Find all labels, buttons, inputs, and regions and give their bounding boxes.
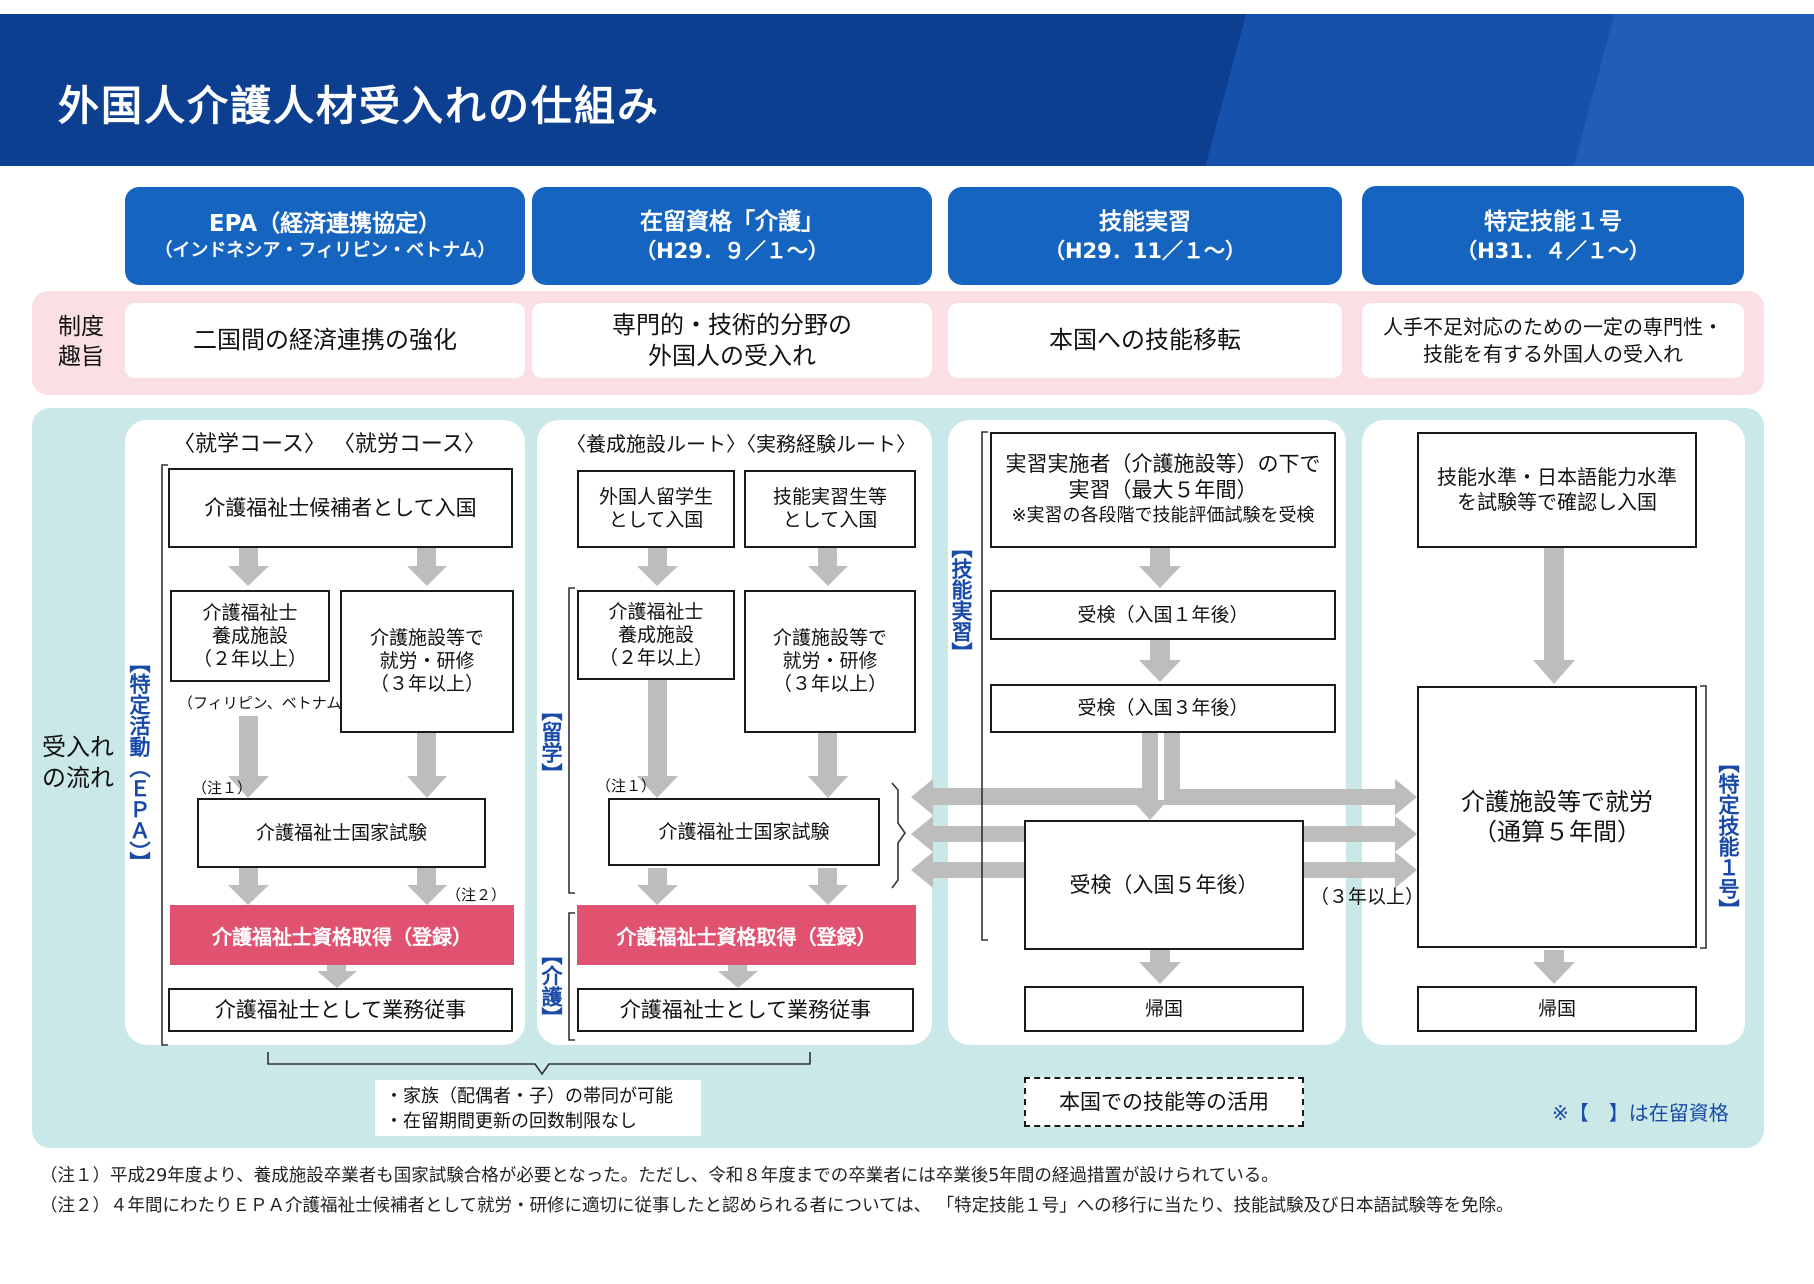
arrow-to-kaigo-exam-low [911, 852, 1025, 888]
purpose-epa: 二国間の経済連携の強化 [125, 303, 525, 378]
trainee-main-text: 実習実施者（介護施設等）の下で 実習（最大５年間） [1005, 452, 1321, 502]
column-title: 技能実習 [1099, 209, 1191, 235]
arrow-kaigo-student-school [637, 548, 678, 586]
arrow-epa-cert-job [317, 965, 357, 988]
column-title: 在留資格「介護」 [640, 209, 824, 235]
arrow-kaigo-work-exam [808, 733, 848, 798]
arrow-trainee-exam5-return [1139, 950, 1181, 984]
column-header-epa: EPA（経済連携協定） （インドネシア・フィリピン・ベトナム） [125, 187, 525, 285]
kaigo-cert-box: 介護福祉士資格取得（登録） [577, 905, 916, 965]
home-use-box: 本国での技能等の活用 [1024, 1077, 1304, 1127]
arrow-trainee-main-exam1 [1139, 548, 1181, 588]
epa-entry-box: 介護福祉士候補者として入国 [168, 468, 513, 548]
arrow-ssw-work-return [1533, 950, 1575, 984]
epa-status-label: 【特定活動（ＥＰＡ）】 [127, 652, 151, 873]
epa-school-note: （フィリピン、ベトナム） [178, 694, 357, 712]
epa-route-labels: 〈就学コース〉 〈就労コース〉 [173, 432, 486, 457]
kaigo-trainee-entry-box: 技能実習生等 として入国 [744, 470, 916, 548]
trainee-exam1-box: 受検（入国１年後） [990, 590, 1336, 640]
kaigo-note1: （注１） [596, 777, 657, 795]
column-subtitle: （H31．４／１～） [1456, 238, 1650, 263]
purpose-care-visa: 専門的・技術的分野の 外国人の受入れ [532, 303, 932, 378]
ssw-entry-box: 技能水準・日本語能力水準 を試験等で確認し入国 [1417, 432, 1697, 548]
column-title: EPA（経済連携協定） [208, 211, 442, 237]
arrow-epa-exam-cert-left [228, 868, 269, 905]
kaigo-job-box: 介護福祉士として業務従事 [577, 988, 914, 1032]
footnote-2: （注２）４年間にわたりＥＰＡ介護福祉士候補者として就労・研修に適切に従事したと認… [40, 1196, 1514, 1216]
bracket-care [568, 912, 575, 1041]
arrow-kaigo-school-exam [637, 680, 678, 798]
column-title: 特定技能１号 [1484, 208, 1622, 235]
arrow-epa-school-exam [228, 716, 269, 798]
flow-label: 受入れ の流れ [42, 733, 114, 792]
page-header [0, 14, 1814, 166]
arrow-to-ssw-low [1302, 852, 1417, 888]
arrow-kaigo-trainee-work [808, 548, 848, 586]
purpose-specified-skilled: 人手不足対応のための一定の専門性・ 技能を有する外国人の受入れ [1362, 303, 1744, 378]
family-notes: ・家族（配偶者・子）の帯同が可能 ・在留期間更新の回数制限なし [375, 1080, 701, 1136]
bracket-ssw [1700, 685, 1707, 949]
trainee-main-note: ※実習の各段階で技能評価試験を受検 [1011, 505, 1315, 526]
epa-note2: （注２） [446, 886, 507, 904]
arrow-epa-work-exam [407, 733, 447, 798]
arrow-epa-entry-school [228, 548, 269, 586]
arrow-trainee-exam3-ssw [1164, 733, 1417, 815]
status-legend: ※【 】は在留資格 [1552, 1101, 1729, 1125]
arrow-kaigo-cert-job [718, 965, 758, 988]
arrow-kaigo-exam-cert-right [808, 868, 848, 905]
epa-cert-box: 介護福祉士資格取得（登録） [170, 905, 514, 965]
arrow-trainee-exam3-exam5 [1132, 733, 1168, 820]
trainee-status-label: 【技能実習】 [949, 537, 973, 663]
family-note: ・在留期間更新の回数制限なし [385, 1111, 637, 1132]
bracket-study [568, 587, 575, 894]
kaigo-exam-box: 介護福祉士国家試験 [608, 798, 880, 866]
kaigo-school-box: 介護福祉士 養成施設 （２年以上） [577, 590, 735, 680]
arrow-to-kaigo-exam-mid [911, 816, 1025, 852]
kaigo-status-care: 【介護】 [539, 944, 563, 1028]
trainee-return-box: 帰国 [1024, 986, 1304, 1032]
purpose-label: 制度 趣旨 [58, 314, 104, 370]
epa-note1: （注１） [192, 779, 253, 797]
trainee-exam3-box: 受検（入国３年後） [990, 684, 1336, 733]
bracket-trainee [981, 431, 988, 941]
ssw-work-box: 介護施設等で就労 （通算５年間） [1417, 686, 1697, 948]
trainee-three-years: （３年以上） [1310, 886, 1425, 908]
arrow-epa-entry-work [407, 548, 447, 586]
ssw-return-box: 帰国 [1417, 986, 1697, 1032]
arrow-ssw-entry-work [1533, 548, 1575, 684]
bracket-family [267, 1052, 811, 1076]
column-subtitle: （H29．９／１～） [635, 239, 829, 263]
column-header-technical-intern: 技能実習 （H29．11／１～） [948, 187, 1342, 285]
bracket-exam-sources [891, 782, 906, 889]
trainee-exam5-box: 受検（入国５年後） [1024, 820, 1304, 950]
page-title: 外国人介護人材受入れの仕組み [58, 82, 660, 130]
arrow-kaigo-exam-cert-left [637, 868, 678, 905]
column-header-specified-skilled: 特定技能１号 （H31．４／１～） [1362, 186, 1744, 285]
epa-job-box: 介護福祉士として業務従事 [168, 988, 513, 1032]
arrow-to-ssw-mid [1302, 816, 1417, 852]
ssw-status-label: 【特定技能１号】 [1716, 752, 1740, 920]
bracket-epa-status [161, 464, 168, 1046]
epa-work-box: 介護施設等で 就労・研修 （３年以上） [340, 590, 514, 733]
column-header-care-visa: 在留資格「介護」 （H29．９／１～） [532, 187, 932, 285]
purpose-technical-intern: 本国への技能移転 [948, 303, 1342, 378]
epa-exam-box: 介護福祉士国家試験 [197, 798, 486, 868]
column-subtitle: （H29．11／１～） [1043, 239, 1247, 263]
arrow-to-epa-exam [911, 779, 1145, 815]
kaigo-student-entry-box: 外国人留学生 として入国 [577, 470, 735, 548]
arrow-epa-exam-cert-right [407, 868, 447, 905]
kaigo-status-study: 【留学】 [539, 700, 563, 784]
arrow-trainee-exam1-exam3 [1139, 640, 1181, 682]
column-subtitle: （インドネシア・フィリピン・ベトナム） [154, 240, 496, 261]
trainee-main-box: 実習実施者（介護施設等）の下で 実習（最大５年間） ※実習の各段階で技能評価試験… [990, 432, 1336, 548]
family-note: ・家族（配偶者・子）の帯同が可能 [385, 1086, 673, 1107]
kaigo-route-labels: 〈養成施設ルート〉〈実務経験ルート〉 [566, 432, 916, 456]
kaigo-work-box: 介護施設等で 就労・研修 （３年以上） [744, 590, 916, 733]
footnote-1: （注１）平成29年度より、養成施設卒業者も国家試験合格が必要となった。ただし、令… [40, 1166, 1279, 1186]
epa-school-box: 介護福祉士 養成施設 （２年以上） [170, 590, 330, 682]
